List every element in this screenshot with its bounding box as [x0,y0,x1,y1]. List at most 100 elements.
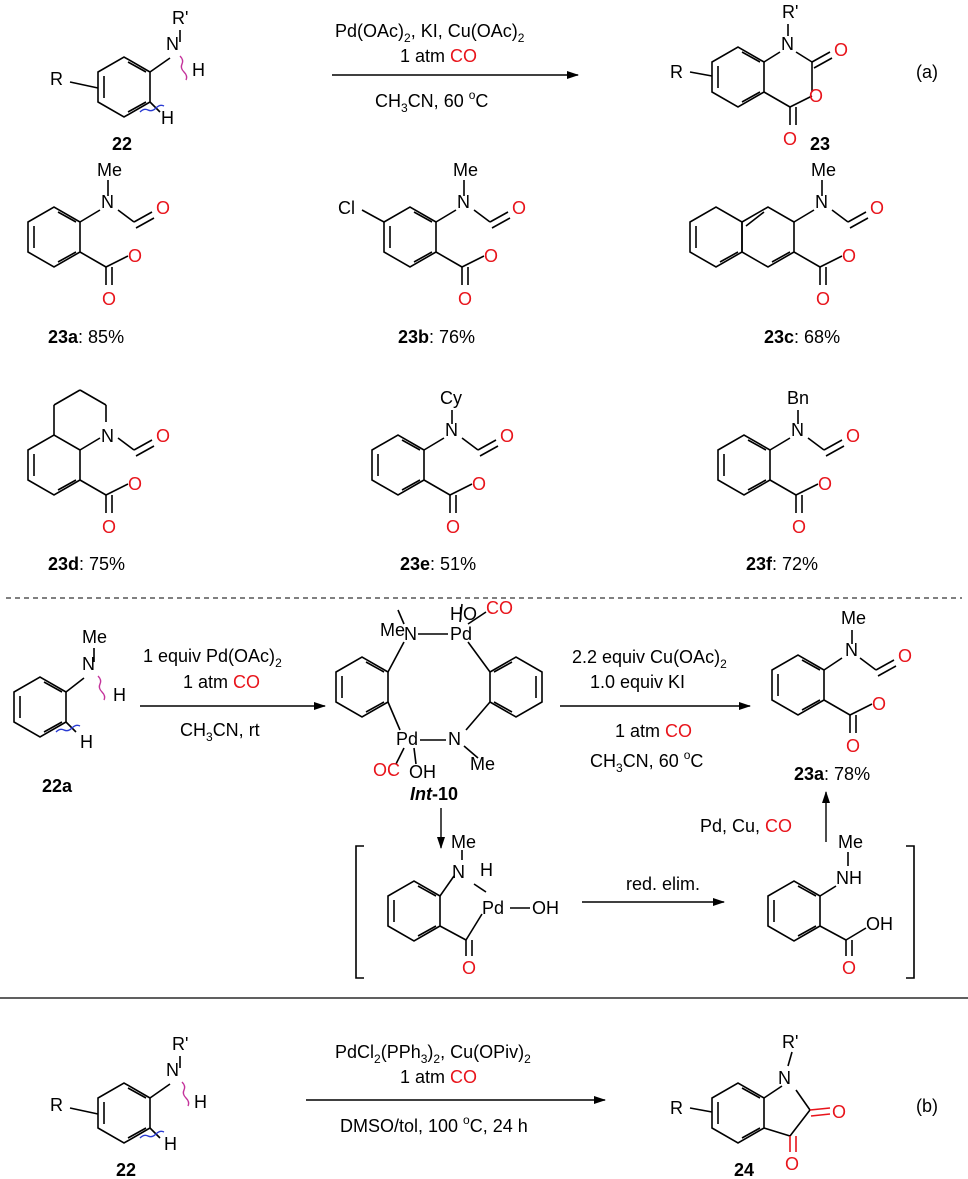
svg-text:2.2 equiv Cu(OAc)2: 2.2 equiv Cu(OAc)2 [572,647,727,671]
yield-23d: : 75% [79,554,125,574]
svg-text:1 atm CO: 1 atm CO [400,46,477,66]
compound-label-23c: 23c [764,327,794,347]
compound-label-22: 22 [116,1160,136,1179]
svg-text:N: N [778,1068,791,1088]
svg-text:O: O [816,289,830,309]
co-text: CO [450,46,477,66]
svg-text:CH3CN, rt: CH3CN, rt [180,720,260,744]
svg-text:O: O [792,517,806,537]
yield-23c: : 68% [794,327,840,347]
svg-text:O: O [846,426,860,446]
svg-text:N: N [815,192,828,212]
svg-text:O: O [472,474,486,494]
benzene-ring [97,56,151,118]
red-elim-label: red. elim. [626,874,700,894]
solvent-text: CH [375,91,401,111]
product-24: N R' O O R 24 [670,1032,846,1179]
example-23e: N Cy O O O 23e: 51% [371,388,514,574]
svg-text:O: O [898,646,912,666]
atom-R: R [670,62,683,82]
bracket-right [906,845,915,979]
reagent-text: Pd(OAc) [335,21,404,41]
product-23a-mechanism: N Me O O O 23a: 78% [771,608,912,784]
svg-text:CH3CN, 60 oC: CH3CN, 60 oC [590,748,703,775]
svg-text:Pd, Cu, CO: Pd, Cu, CO [700,816,792,836]
svg-text:1 atm CO: 1 atm CO [400,1067,477,1087]
svg-text:PdCl2(PPh3)2, Cu(OPiv)2: PdCl2(PPh3)2, Cu(OPiv)2 [335,1042,531,1066]
example-23f: N Bn O O O 23f: 72% [717,388,860,574]
compound-label-23: 23 [810,134,830,154]
wavy-bond-nh [181,1081,190,1107]
svg-text:N: N [82,654,95,674]
svg-text:O: O [500,426,514,446]
yield-23a: : 85% [78,327,124,347]
substrate-22a: N Me H H 22a [13,627,126,796]
svg-text:N: N [166,1060,179,1080]
example-23b: Cl N Me O O O 23b: 76% [338,160,526,347]
yield-23e: : 51% [430,554,476,574]
svg-text:Bn: Bn [787,388,809,408]
wavy-bond-ch [139,104,165,113]
svg-text:O: O [818,474,832,494]
atom-N: N [166,34,179,54]
compound-label-23d: 23d [48,554,79,574]
svg-text:R: R [670,1098,683,1118]
svg-text:O: O [128,246,142,266]
svg-text:H: H [80,732,93,752]
svg-text:O: O [458,289,472,309]
svg-text:Pd(OAc)2, KI, Cu(OAc)2: Pd(OAc)2, KI, Cu(OAc)2 [335,21,525,45]
svg-text:H: H [194,1092,207,1112]
svg-text:N: N [452,862,465,882]
anthranilic-acid: NH Me OH O [767,832,893,978]
svg-text:O: O [462,958,476,978]
atom-O: O [783,129,797,149]
svg-text:O: O [846,736,860,756]
svg-text:Me: Me [82,627,107,647]
svg-text:23d: 75%: 23d: 75% [48,554,125,574]
svg-text:Me: Me [841,608,866,628]
svg-text:O: O [512,198,526,218]
wavy-bond-ch [55,724,81,733]
svg-text:N: N [791,420,804,440]
substrate-22: N R' H H R 22 [50,8,205,154]
svg-text:N: N [101,426,114,446]
wavy-bond-nh [179,55,188,81]
svg-text:23a: 85%: 23a: 85% [48,327,124,347]
svg-text:23c: 68%: 23c: 68% [764,327,840,347]
svg-text:N: N [101,192,114,212]
svg-text:Me: Me [451,832,476,852]
svg-text:23e: 51%: 23e: 51% [400,554,476,574]
svg-text:Cy: Cy [440,388,462,408]
svg-text:R': R' [172,1034,188,1054]
svg-text:N: N [404,624,417,644]
svg-text:23b: 76%: 23b: 76% [398,327,475,347]
atom-O: O [834,40,848,60]
svg-text:OC: OC [373,760,400,780]
svg-text:O: O [484,246,498,266]
svg-text:CO: CO [486,598,513,618]
svg-text:N: N [445,420,458,440]
svg-text:N: N [448,729,461,749]
svg-text:Me: Me [838,832,863,852]
compound-label-23e: 23e [400,554,430,574]
svg-text:OH: OH [532,898,559,918]
svg-text:O: O [102,289,116,309]
compound-label-23a: 23a [48,327,79,347]
svg-text:H: H [480,860,493,880]
svg-text:Int-10: Int-10 [410,784,458,804]
product-23: N R' O O O R 23 [670,2,848,154]
svg-text:N: N [845,640,858,660]
atom-R-prime: R' [782,2,798,22]
svg-text:O: O [872,694,886,714]
svg-text:O: O [842,246,856,266]
svg-text:Pd: Pd [482,898,504,918]
atom-R: R [50,69,63,89]
svg-text:DMSO/tol, 100 oC, 24 h: DMSO/tol, 100 oC, 24 h [340,1113,528,1136]
example-23a: N Me O O O 23a: 85% [27,160,170,347]
compound-label-22: 22 [112,134,132,154]
svg-text:O: O [128,474,142,494]
aryl-ring-left [335,656,389,718]
conditions-step2: 2.2 equiv Cu(OAc)2 1.0 equiv KI 1 atm CO… [560,647,751,775]
part-label-a: (a) [916,62,938,82]
